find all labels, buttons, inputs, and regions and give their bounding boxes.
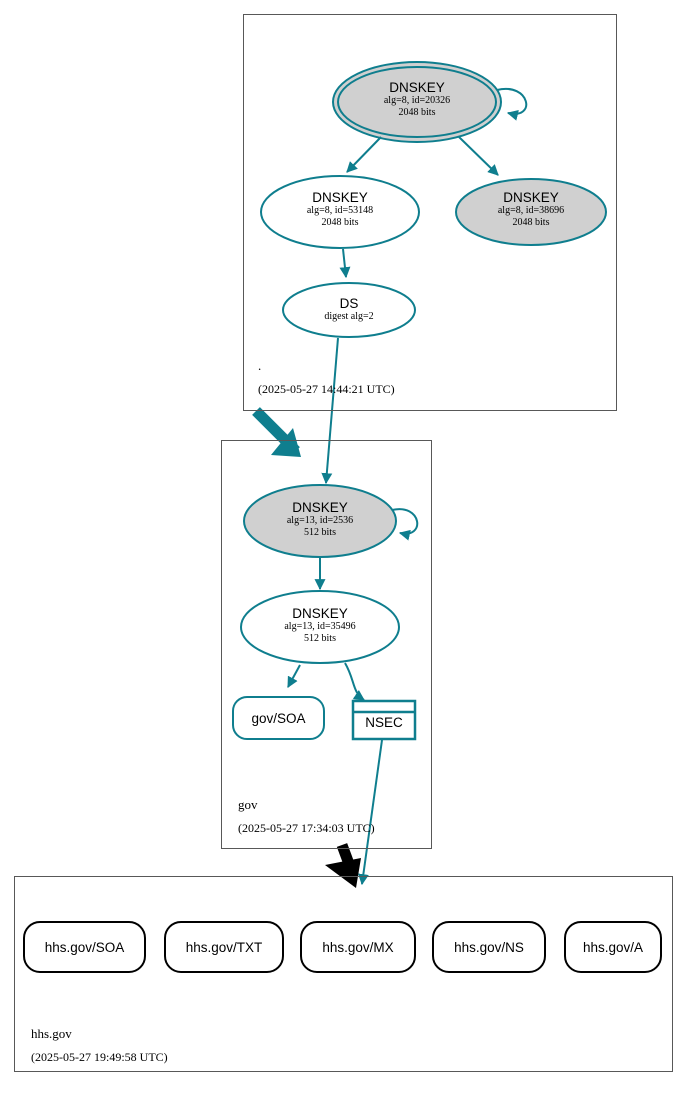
zone-box-gov [221,440,432,849]
node-title-hhs-mx: hhs.gov/MX [322,940,394,955]
zone-timestamp-gov: (2025-05-27 17:34:03 UTC) [238,821,375,835]
edge-rootksk-to-zsk38696 [458,136,499,176]
node-hhs-soa[interactable] [23,921,146,973]
node-title-gov-soa: gov/SOA [251,711,306,726]
zone-box-hhsgov [14,876,673,1072]
node-title-gov-nsec: NSEC [365,715,403,730]
edge-rootksk-to-zsk53148 [346,136,382,173]
edge-self-loop-gov-ksk [391,508,419,541]
edge-delegation-gov-to-hhsgov [325,843,361,888]
node-root-ksk[interactable] [332,61,502,143]
zone-timestamp-root: (2025-05-27 14:44:21 UTC) [258,382,395,396]
node-root-zsk-53148[interactable] [260,175,420,249]
zone-timestamp-hhsgov: (2025-05-27 19:49:58 UTC) [31,1050,168,1064]
node-title-hhs-soa: hhs.gov/SOA [44,940,125,955]
edge-self-loop-root-ksk [496,87,528,121]
edge-nsec-to-hhsgov [357,739,383,886]
node-root-zsk-38696[interactable] [455,178,607,246]
zone-box-root [243,14,617,411]
node-title-hhs-txt: hhs.gov/TXT [185,940,263,955]
zone-label-root: . [258,358,262,373]
zone-label-gov: gov [238,797,258,812]
node-hhs-txt[interactable] [164,921,284,973]
node-title-hhs-ns: hhs.gov/NS [454,940,524,955]
node-gov-soa[interactable] [232,696,325,740]
edge-govzsk-to-govsoa [287,664,301,688]
node-title-hhs-a: hhs.gov/A [582,940,644,955]
edge-delegation-root-to-gov [252,407,301,457]
zone-label-hhsgov: hhs.gov [31,1026,72,1041]
node-root-ds[interactable] [282,282,416,338]
node-hhs-mx[interactable] [300,921,416,973]
node-gov-zsk[interactable] [240,590,400,664]
node-hhs-a[interactable] [564,921,662,973]
node-gov-nsec[interactable] [351,699,417,741]
edge-zsk53148-to-ds [339,248,351,279]
edge-govzsk-to-nsec [344,662,365,701]
node-hhs-ns[interactable] [432,921,546,973]
node-gov-ksk[interactable] [243,484,397,558]
